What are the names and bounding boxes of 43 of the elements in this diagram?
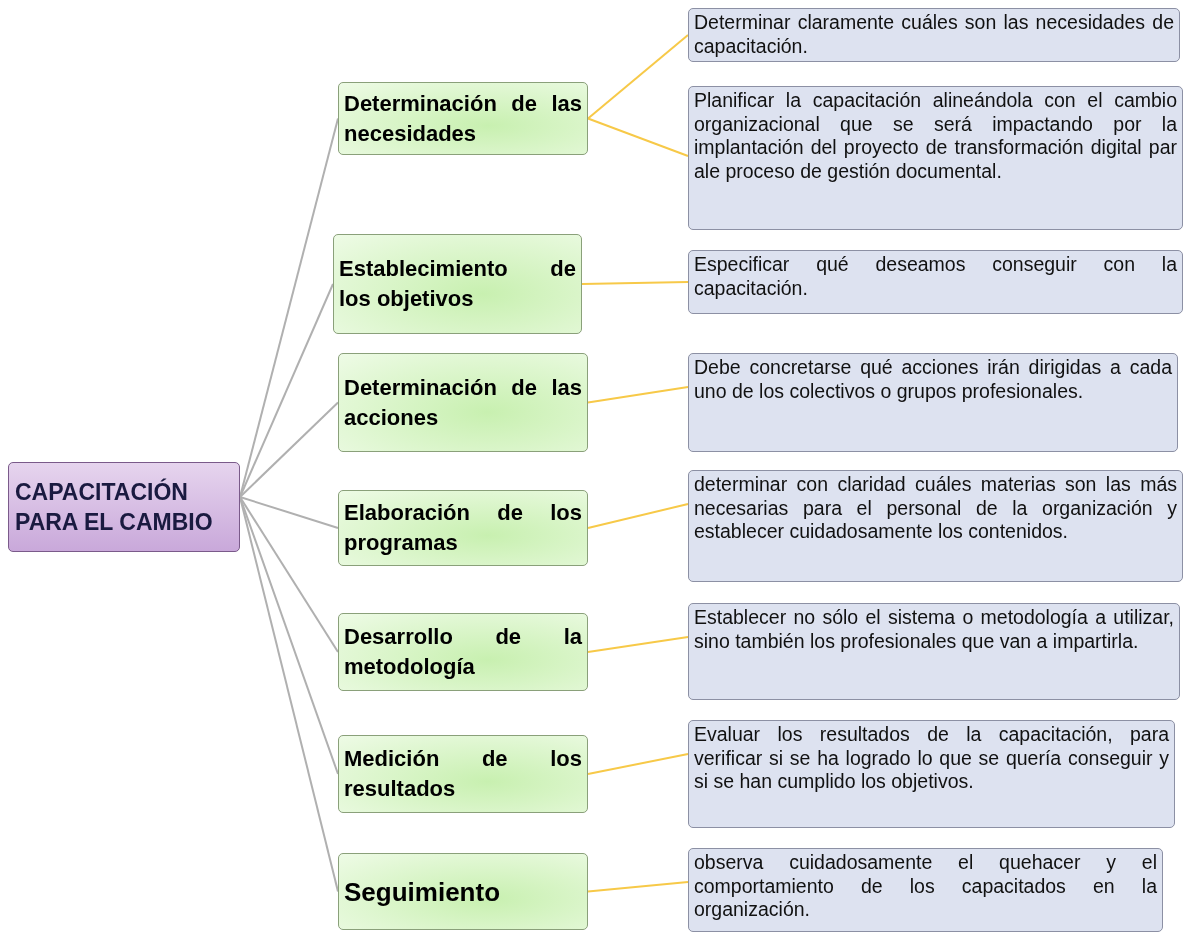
- root-topic-box: [8, 462, 240, 552]
- connector-line: [239, 496, 339, 529]
- description-box: [688, 86, 1183, 230]
- stage-box: [338, 490, 588, 566]
- stage-title: Establecimiento de los objetivos: [339, 255, 576, 313]
- description-text: Evaluar los resultados de la capacitación, para verificar si se ha logrado lo que se quería conseguir y si se han cumplido los objetivos.: [694, 723, 1169, 794]
- connector-line: [587, 34, 689, 120]
- description-text: Establecer no sólo el sistema o metodología a utilizar, sino también los profesionales que van a impartirla.: [694, 606, 1174, 653]
- connector-line: [587, 636, 689, 653]
- description-text: Planificar la capacitación alineándola con el cambio organizacional que se será impactando por la implantación del proyecto de transformación digital par ale proceso de gestión documental.: [694, 89, 1177, 183]
- description-box: [688, 250, 1183, 314]
- stage-box: [338, 82, 588, 155]
- stage-box: [338, 735, 588, 813]
- stage-box: [338, 613, 588, 691]
- description-box: [688, 8, 1180, 62]
- description-box: [688, 720, 1175, 828]
- stage-title: Seguimiento: [344, 876, 501, 907]
- stage-box: [338, 853, 588, 930]
- connector-line: [587, 753, 689, 775]
- description-box: [688, 353, 1178, 452]
- description-text: determinar con claridad cuáles materias son las más necesarias para el personal de la organización y establecer cuidadosamente los contenidos.: [694, 473, 1177, 544]
- connector-line: [587, 386, 689, 404]
- stage-box: [333, 234, 582, 334]
- stage-title: Desarrollo de la metodología: [344, 623, 582, 681]
- description-text: observa cuidadosamente el quehacer y el comportamiento de los capacitados en la organización.: [694, 851, 1157, 922]
- connector-line: [239, 401, 339, 498]
- stage-title: Medición de los resultados: [344, 745, 582, 803]
- description-text: Especificar qué deseamos conseguir con la capacitación.: [694, 253, 1177, 300]
- connector-line: [581, 281, 689, 285]
- stage-title: Determinación de las acciones: [344, 373, 582, 432]
- connector-line: [239, 496, 339, 653]
- connector-line: [587, 117, 689, 157]
- description-text: Debe concretarse qué acciones irán dirigidas a cada uno de los colectivos o grupos profesionales.: [694, 356, 1172, 403]
- stage-title: Elaboración de los programas: [344, 499, 582, 557]
- description-box: [688, 848, 1163, 932]
- description-box: [688, 603, 1180, 700]
- description-box: [688, 470, 1183, 582]
- description-text: Determinar claramente cuáles son las necesidades de capacitación.: [694, 11, 1174, 58]
- stage-box: [338, 353, 588, 452]
- connector-line: [587, 503, 689, 529]
- topic-title: CAPACITACIÓN PARA EL CAMBIO: [15, 477, 214, 537]
- connector-line: [587, 881, 689, 893]
- stage-title: Determinación de las necesidades: [344, 89, 582, 148]
